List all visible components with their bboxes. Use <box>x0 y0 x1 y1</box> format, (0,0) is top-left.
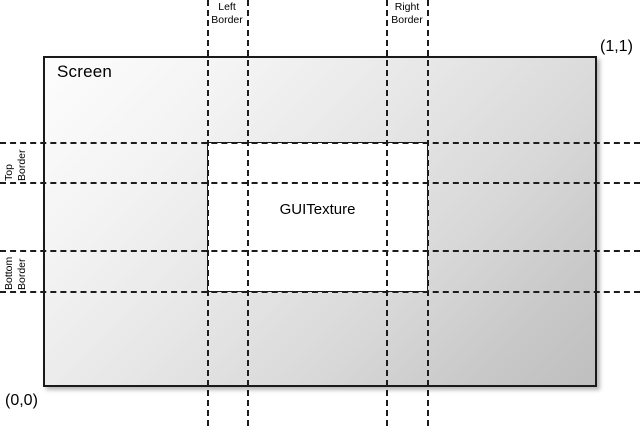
left-border-label-line2: Border <box>211 13 243 26</box>
top-border-label-line2: Border <box>15 149 28 181</box>
right-border-guide-inner <box>386 0 388 426</box>
top-border-guide-outer <box>0 142 640 144</box>
guitexture-rectangle <box>207 142 428 292</box>
right-border-label-line2: Border <box>391 13 423 26</box>
bottom-border-guide-outer <box>0 291 640 293</box>
bottom-border-label-line1: Bottom <box>3 256 15 290</box>
right-border-guide-outer <box>427 0 429 426</box>
left-border-guide-outer <box>207 0 209 426</box>
coordinate-label-top-right: (1,1) <box>600 38 633 55</box>
bottom-border-guide-inner <box>0 250 640 252</box>
left-border-label-line1: Left <box>218 1 236 13</box>
right-border-label: Right Border <box>388 1 426 26</box>
bottom-border-label: Bottom Border <box>3 257 28 290</box>
top-border-label: Top Border <box>3 149 28 181</box>
bottom-border-label-line2: Border <box>15 258 28 290</box>
screen-label: Screen <box>57 62 113 81</box>
left-border-guide-inner <box>247 0 249 426</box>
coordinate-label-bottom-left: (0,0) <box>5 392 38 409</box>
left-border-label: Left Border <box>209 1 245 26</box>
right-border-label-line1: Right <box>394 1 420 13</box>
top-border-label-line1: Top <box>3 164 15 181</box>
guitexture-label: GUITexture <box>279 201 356 218</box>
top-border-guide-inner <box>0 182 640 184</box>
